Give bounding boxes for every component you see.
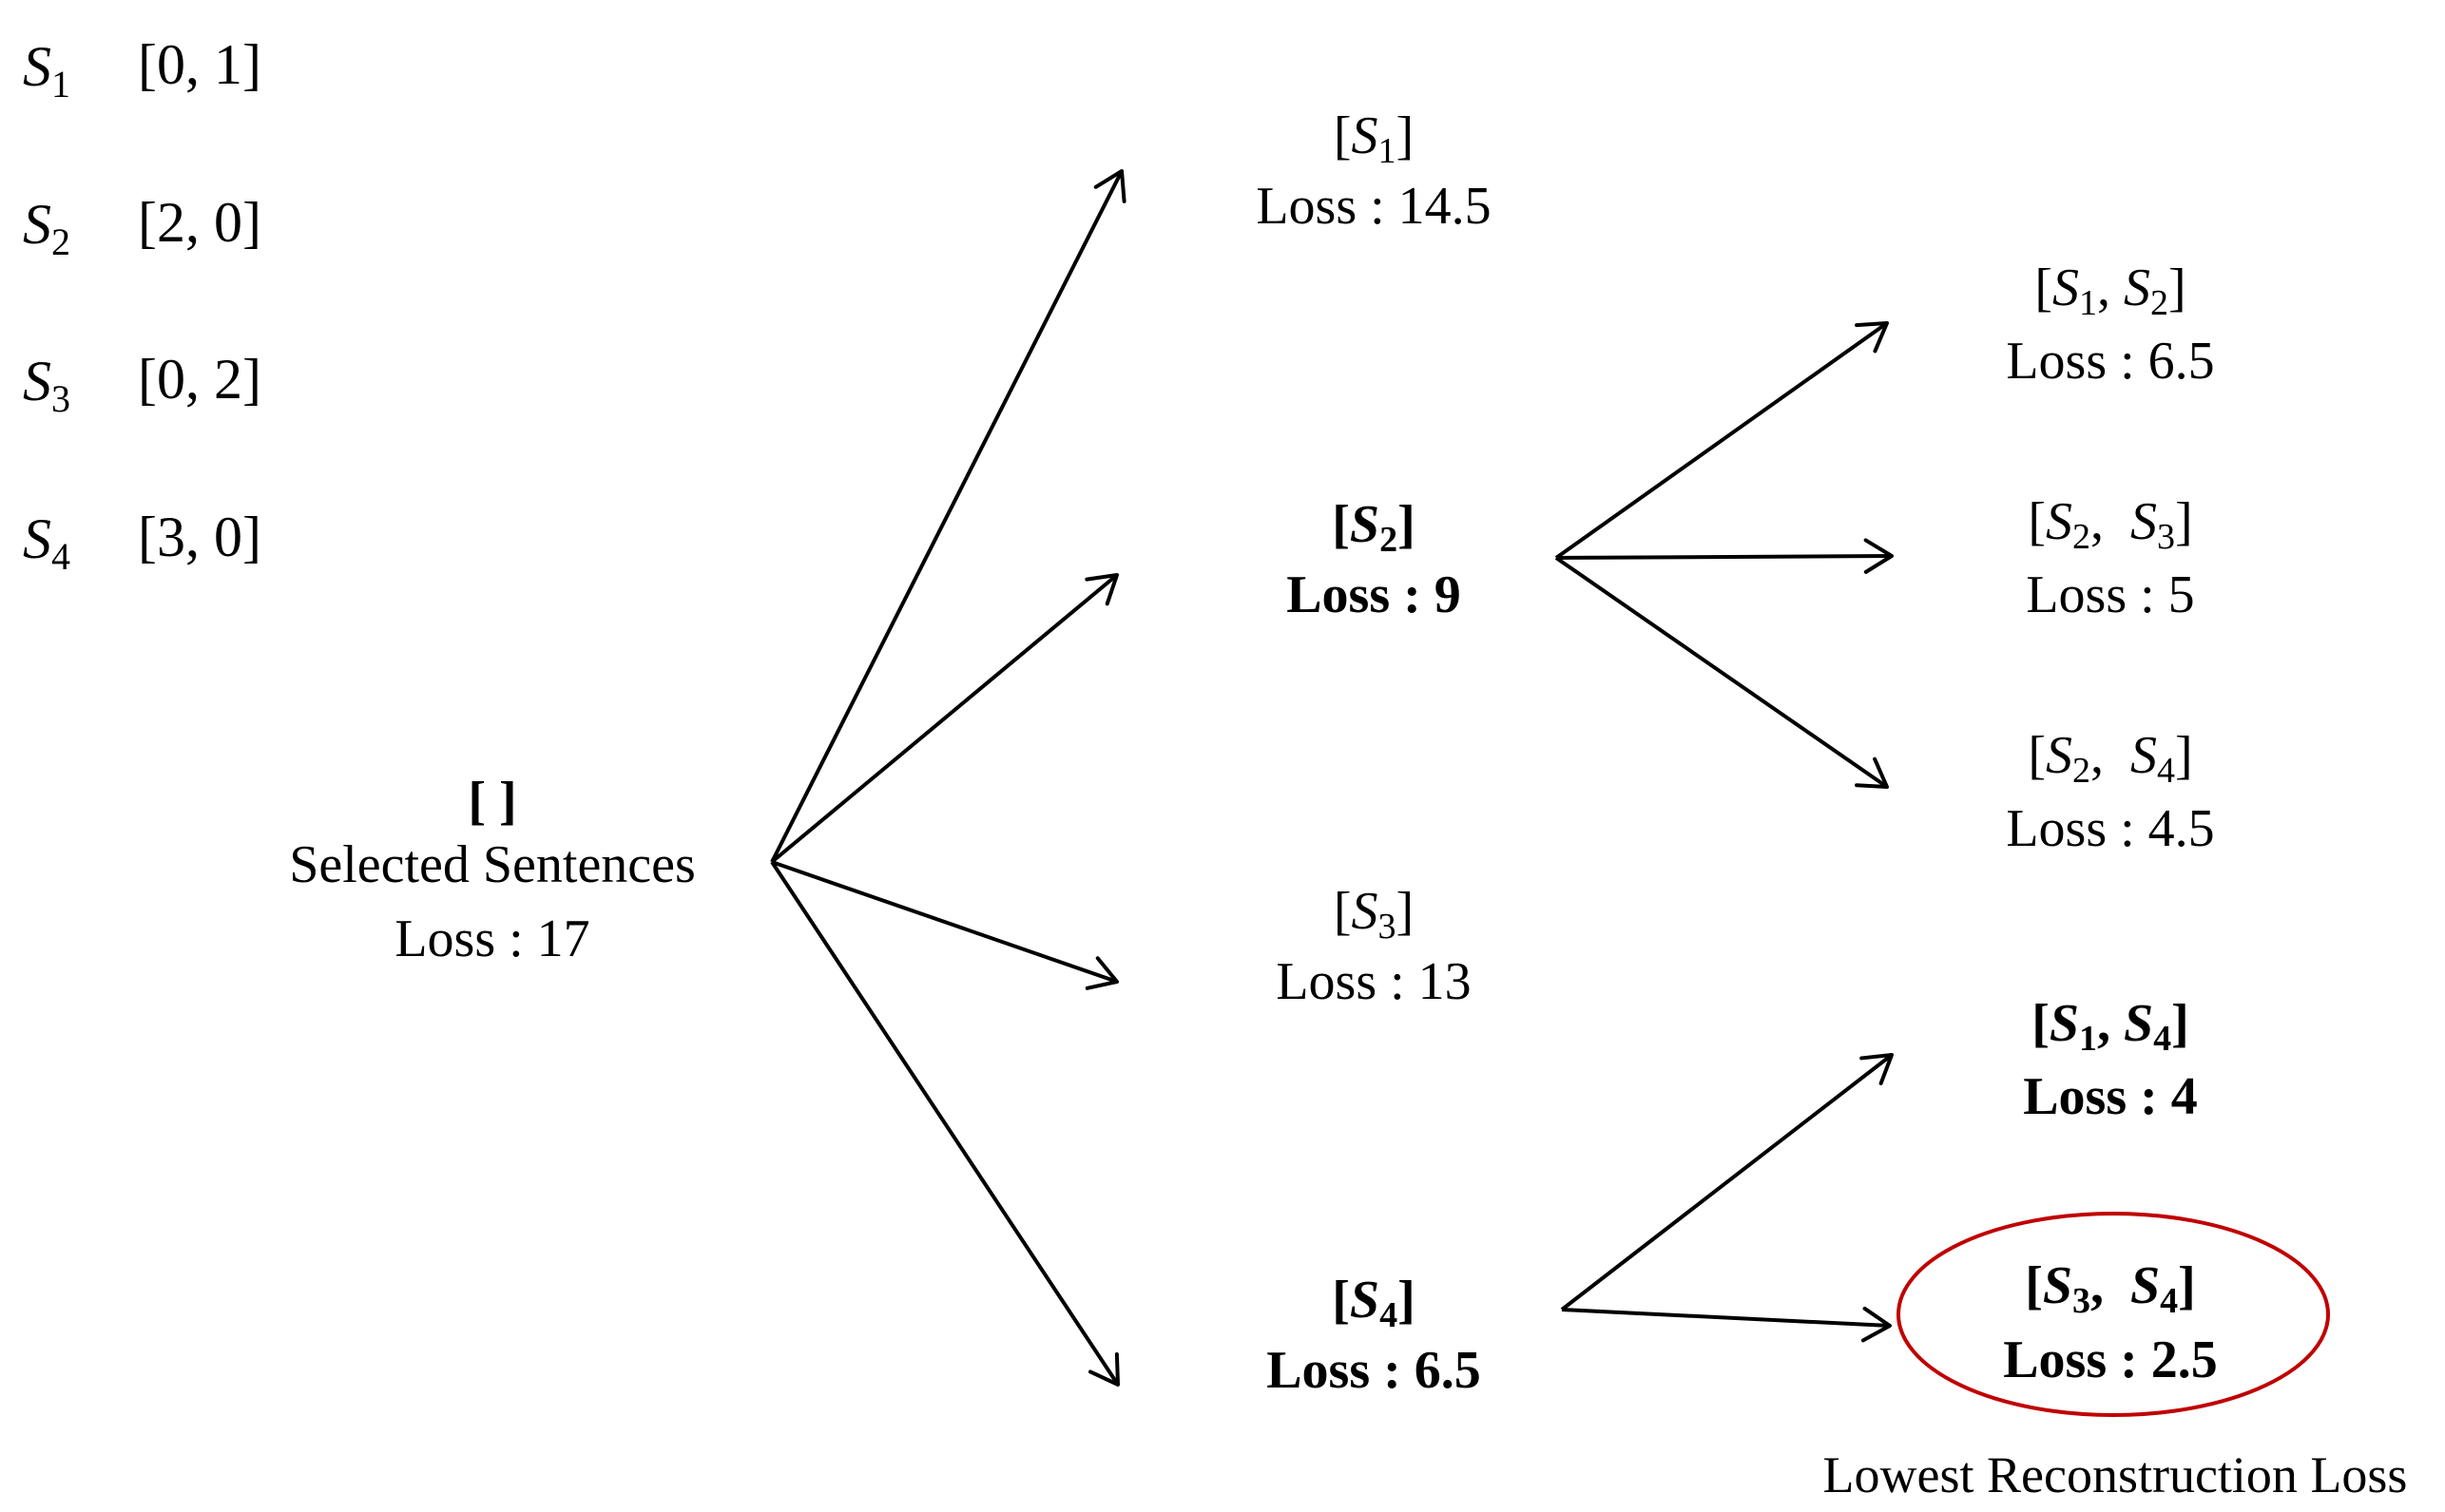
level2-loss-s3-s4: Loss : 2.5	[2003, 1330, 2218, 1389]
sentence-label-4: S4	[23, 507, 70, 578]
arrow-s4-to-s3s4	[1561, 1306, 1892, 1343]
arrow-root-to-s4-head	[1088, 1352, 1120, 1387]
sentence-label-3: S3	[23, 350, 70, 420]
level2-set-s1-s4: [S1, S4]	[2031, 994, 2189, 1059]
level1-set-s2: [S2]	[1332, 495, 1415, 560]
arrow-root-to-s1-shaft	[770, 170, 1124, 863]
arrow-root-to-s2-head	[1085, 573, 1119, 606]
root-loss: Loss : 17	[395, 909, 590, 968]
level1-loss-s1: Loss : 14.5	[1256, 177, 1492, 236]
level1-loss-s2: Loss : 9	[1286, 565, 1461, 624]
level1-set-s1: [S1]	[1333, 106, 1415, 171]
root-caption: Selected Sentences	[289, 835, 696, 894]
arrow-root-to-s4	[770, 860, 1120, 1387]
arrow-root-to-s2-shaft	[770, 573, 1119, 864]
level2-loss-s2-s3: Loss : 5	[2026, 565, 2195, 624]
arrow-s2-to-s2s4-shaft	[1554, 556, 1889, 789]
level2-set-s1-s2: [S1, S2]	[2034, 258, 2186, 323]
sentence-vector-2: [2, 0]	[138, 191, 261, 254]
sentence-label-2: S2	[23, 193, 70, 263]
arrow-root-to-s3	[771, 860, 1119, 990]
arrow-s2-to-s1s2-shaft	[1554, 321, 1889, 560]
lowest-loss-annotation: Lowest Reconstruction Loss	[1822, 1446, 2408, 1503]
level1-loss-s3: Loss : 13	[1276, 952, 1472, 1011]
arrow-s2-to-s2s3-head	[1863, 538, 1894, 574]
level1-set-s4: [S4]	[1332, 1271, 1415, 1335]
arrow-s2-to-s2s3-shaft	[1555, 554, 1893, 560]
arrow-root-to-s2	[770, 573, 1119, 864]
level1-set-s3: [S3]	[1333, 882, 1415, 947]
arrow-s4-to-s1s4-shaft	[1560, 1053, 1894, 1311]
arrow-s2-to-s1s2-head	[1855, 321, 1889, 354]
arrow-s2-to-s2s4	[1554, 556, 1889, 789]
level1-loss-s4: Loss : 6.5	[1266, 1341, 1481, 1400]
arrow-s4-to-s3s4-shaft	[1561, 1308, 1891, 1328]
arrows	[770, 169, 1894, 1387]
arrow-root-to-s3-shaft	[771, 860, 1118, 984]
sentence-label-1: S1	[23, 35, 70, 105]
level2-loss-s1-s4: Loss : 4	[2023, 1067, 2198, 1126]
root-set: [ ]	[468, 772, 517, 831]
level2-loss-s2-s4: Loss : 4.5	[2006, 799, 2215, 858]
arrow-s4-to-s1s4-head	[1859, 1053, 1894, 1085]
lowest-loss-circle	[1896, 1212, 2330, 1417]
arrow-s4-to-s3s4-head	[1860, 1306, 1892, 1343]
level2-loss-s1-s2: Loss : 6.5	[2006, 332, 2215, 391]
arrow-root-to-s4-shaft	[770, 860, 1120, 1387]
arrow-s2-to-s1s2	[1554, 321, 1889, 560]
arrow-root-to-s1	[770, 169, 1126, 863]
arrow-root-to-s1-head	[1093, 169, 1126, 203]
arrow-s2-to-s2s4-head	[1855, 756, 1889, 789]
arrow-s2-to-s2s3	[1555, 538, 1894, 574]
level2-set-s3-s4: [S3, S4]	[2025, 1256, 2196, 1321]
arrow-root-to-s3-head	[1085, 956, 1119, 990]
sentence-vector-1: [0, 1]	[138, 33, 261, 96]
sentence-vector-3: [0, 2]	[138, 348, 261, 411]
level2-set-s2-s3: [S2, S3]	[2028, 492, 2193, 557]
sentence-vector-4: [3, 0]	[138, 506, 261, 568]
arrow-s4-to-s1s4	[1560, 1053, 1894, 1311]
level2-set-s2-s4: [S2, S4]	[2028, 726, 2193, 791]
